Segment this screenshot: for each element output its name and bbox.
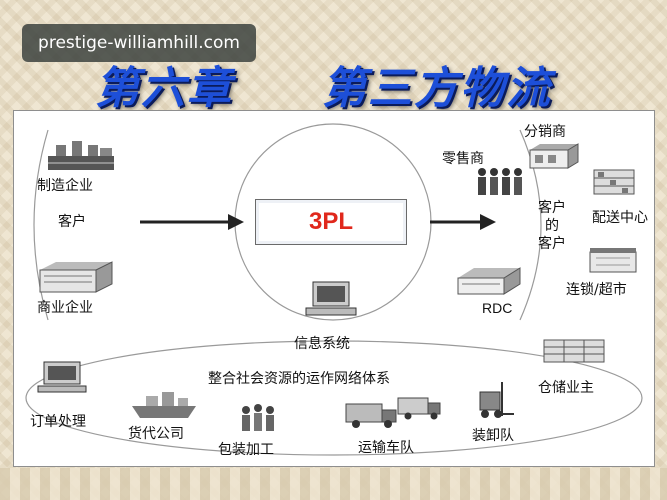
label-freight-company: 货代公司	[128, 426, 184, 442]
label-integration-network: 整合社会资源的运作网络体系	[208, 371, 390, 387]
arrow-left-to-center	[140, 214, 244, 230]
watermark-badge: prestige-williamhill.com	[22, 24, 256, 62]
center-3pl-box: 3PL	[255, 199, 407, 245]
label-transport-fleet: 运输车队	[358, 440, 414, 456]
warehouse-building-icon	[39, 261, 113, 293]
arrow-center-to-right	[430, 214, 496, 230]
label-distribution-center: 配送中心	[592, 210, 648, 226]
label-rdc: RDC	[482, 300, 513, 316]
label-manufacturer: 制造企业	[37, 178, 93, 194]
customer-of-customer-line-2: 的	[545, 218, 559, 234]
label-distributor: 分销商	[524, 124, 566, 140]
topic-title: 第三方物流	[322, 63, 552, 114]
storage-rack-icon	[543, 339, 605, 363]
label-loading-team: 装卸队	[472, 428, 514, 444]
supermarket-icon	[589, 248, 637, 273]
chapter-title: 第六章	[95, 63, 233, 114]
trucks-icon	[345, 397, 441, 428]
label-info-system: 信息系统	[294, 336, 350, 352]
label-commercial: 商业企业	[37, 300, 93, 316]
computer-icon	[305, 281, 357, 316]
label-retailer: 零售商	[442, 151, 484, 167]
workers-icon	[242, 404, 274, 431]
distribution-building-icon	[457, 267, 521, 295]
people-icon	[478, 168, 522, 195]
label-chain-supermarket: 连锁/超市	[566, 282, 627, 298]
label-customer-of-customer: 客户 的 客户	[530, 199, 574, 253]
label-warehouse-owner: 仓储业主	[538, 380, 594, 396]
customer-of-customer-line-1: 客户	[538, 200, 566, 216]
label-order-processing: 订单处理	[30, 414, 86, 430]
decorative-bottom-band	[0, 468, 667, 500]
label-customer-left: 客户	[58, 214, 86, 230]
label-packaging: 包装加工	[218, 442, 274, 458]
forklift-icon	[479, 382, 514, 418]
left-arc	[33, 129, 49, 321]
order-computer-icon	[37, 361, 87, 393]
factory-icon	[48, 141, 114, 170]
customer-of-customer-line-3: 客户	[538, 236, 566, 252]
right-arc	[519, 129, 542, 321]
network-ellipse	[25, 340, 643, 456]
store-icon	[529, 143, 579, 169]
ship-icon	[132, 392, 196, 418]
shelving-icon	[593, 169, 635, 195]
